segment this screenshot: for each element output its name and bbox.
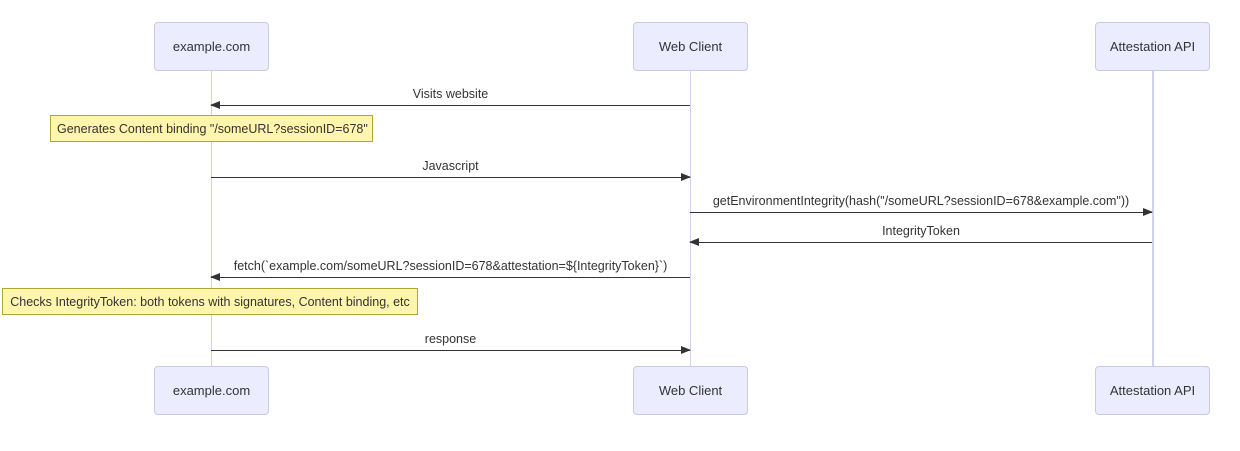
arrowhead-left-icon [210,100,220,109]
message-label-fetch: fetch(`example.com/someURL?sessionID=678… [233,259,668,273]
message-arrow-javascript [211,172,691,181]
message-label-integrity-token: IntegrityToken [882,224,960,238]
message-arrow-fetch [210,272,690,281]
message-arrow-response [211,345,691,354]
actor-example-com-bottom: example.com [154,366,269,415]
actor-attestation-api-top: Attestation API [1095,22,1210,71]
actor-label: Web Client [658,39,723,54]
actor-label: Web Client [658,383,723,398]
message-label-visits-website: Visits website [412,87,489,101]
message-label-get-environment-integrity: getEnvironmentIntegrity(hash("/someURL?s… [712,194,1130,208]
actor-attestation-api-bottom: Attestation API [1095,366,1210,415]
actor-web-client-top: Web Client [633,22,748,71]
arrowhead-left-icon [210,272,220,281]
message-label-response: response [424,332,477,346]
actor-label: example.com [172,383,251,398]
actor-example-com-top: example.com [154,22,269,71]
message-arrow-integrity-token [689,237,1152,246]
note-checks-integrity-token: Checks IntegrityToken: both tokens with … [2,288,418,315]
lifeline-web-client [689,71,691,366]
actor-web-client-bottom: Web Client [633,366,748,415]
actor-label: example.com [172,39,251,54]
arrowhead-left-icon [689,237,699,246]
lifeline-attestation-api [1152,71,1154,366]
arrowhead-right-icon [681,345,691,354]
message-arrow-get-environment-integrity [690,207,1153,216]
actor-label: Attestation API [1109,39,1196,54]
arrowhead-right-icon [1143,207,1153,216]
message-arrow-visits-website [210,100,690,109]
message-label-javascript: Javascript [422,159,479,173]
lifeline-example-com [210,71,212,366]
note-generates-content-binding: Generates Content binding "/someURL?sess… [50,115,373,142]
actor-label: Attestation API [1109,383,1196,398]
arrowhead-right-icon [681,172,691,181]
